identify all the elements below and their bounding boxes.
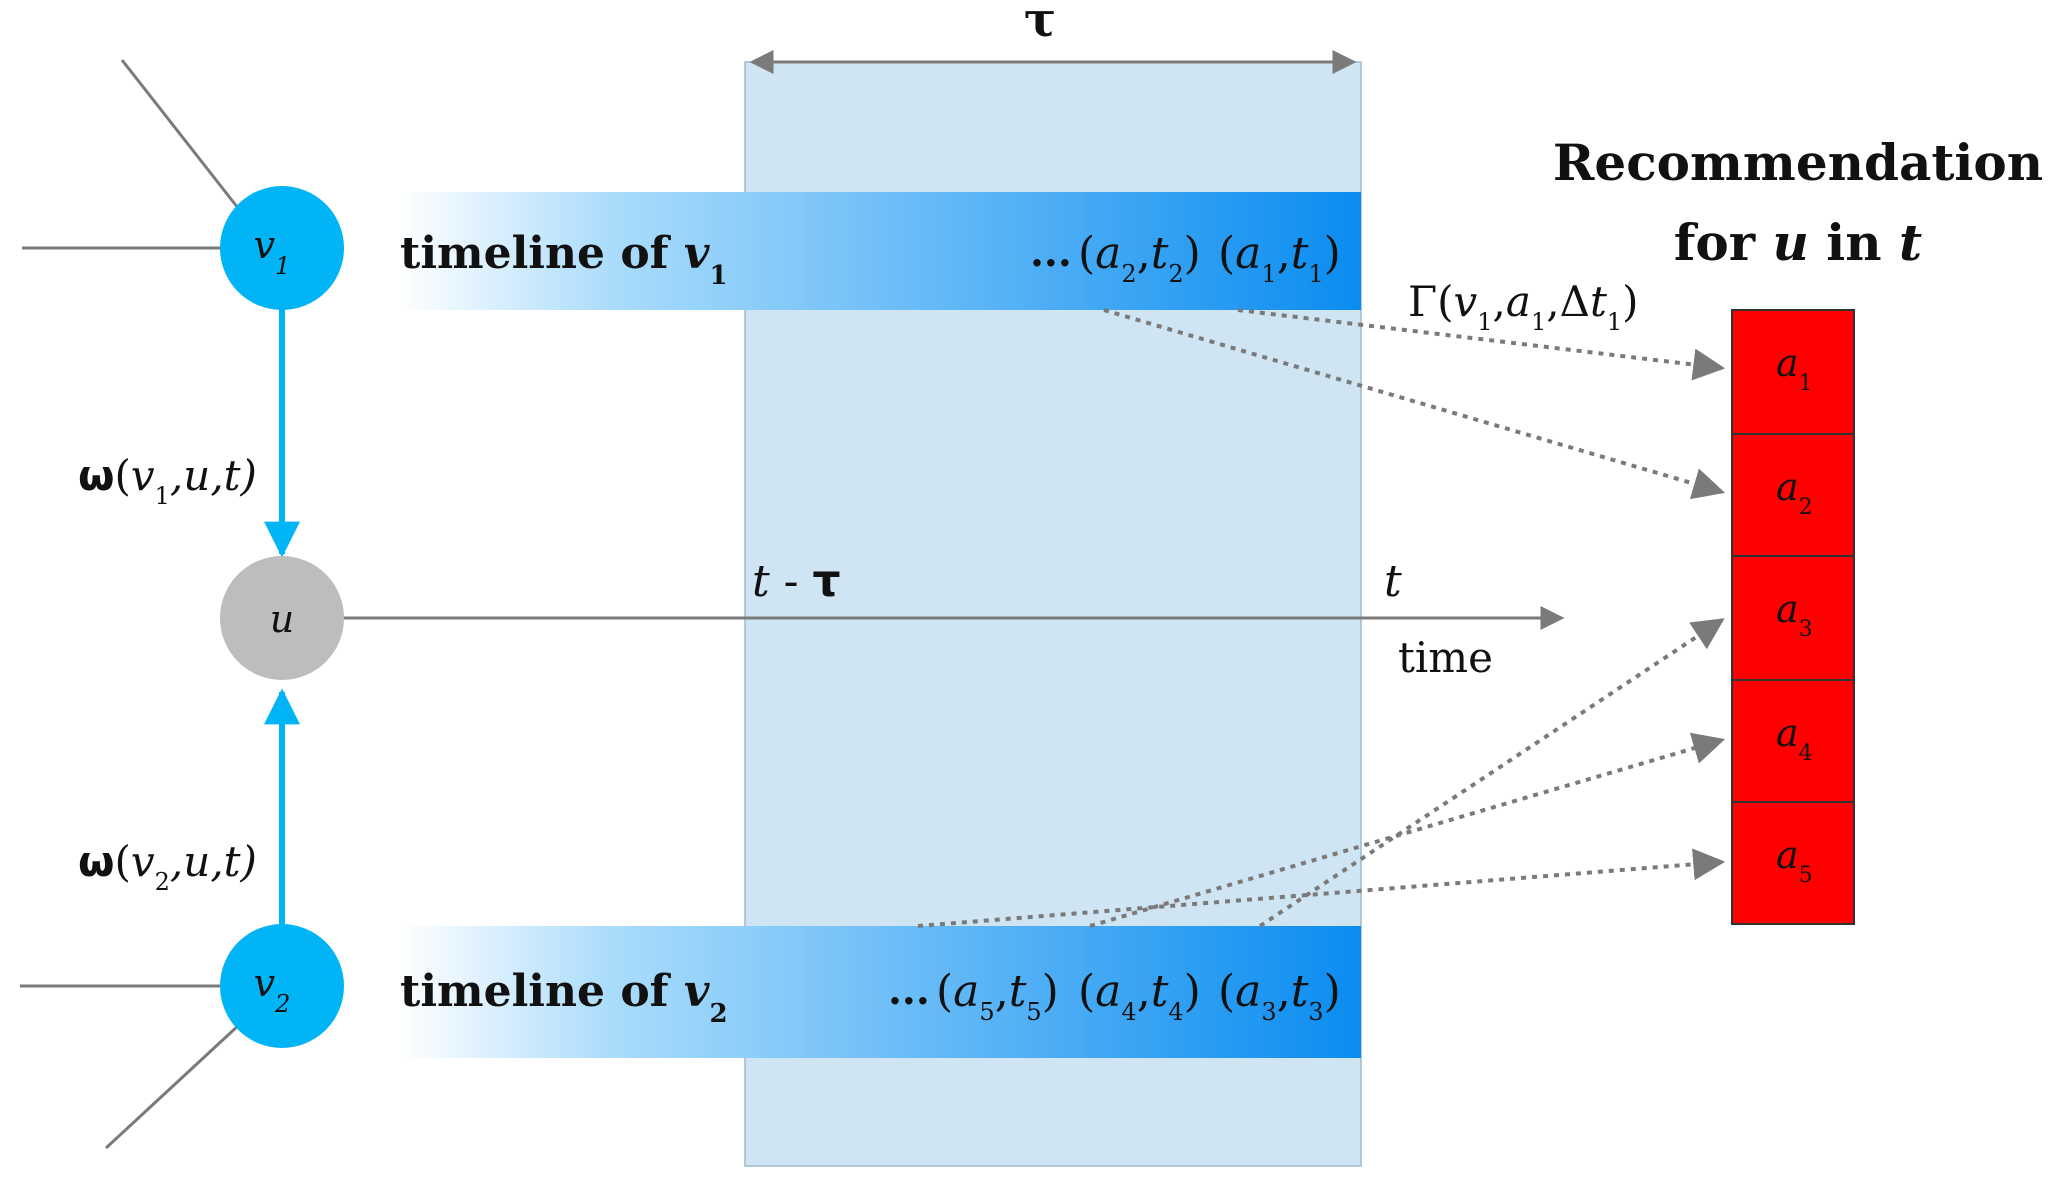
rec-item-1 bbox=[1731, 309, 1855, 435]
axis-time-label: time bbox=[1398, 633, 1493, 682]
recommendation-list: a1 a2 a3 a4 a5 bbox=[1731, 309, 1855, 925]
axis-start-label: t - τ bbox=[752, 556, 841, 607]
edge-v2-lower bbox=[104, 1022, 242, 1150]
node-v2-label: v2 bbox=[254, 961, 291, 1018]
recommendation-arrows bbox=[917, 308, 1726, 928]
rec-item-3 bbox=[1731, 555, 1855, 681]
arrow-a5 bbox=[917, 848, 1726, 928]
node-u-label: u bbox=[270, 597, 294, 641]
weight-label-v1: ω(v1,u,t) bbox=[78, 451, 257, 510]
gamma-label: Γ(v1,a1,Δt1) bbox=[1408, 277, 1639, 336]
arrow-a2 bbox=[1103, 308, 1726, 500]
axis-end-label: t bbox=[1384, 556, 1402, 607]
rec-item-4-label: a4 bbox=[1776, 711, 1813, 766]
timeline-bar-v2 bbox=[400, 926, 1361, 1058]
arrow-a3 bbox=[1258, 618, 1725, 928]
timeline-v1-label: timeline of v1 bbox=[400, 228, 728, 291]
recommendation-title-line2: for u in t bbox=[1674, 213, 1922, 272]
arrow-a1 bbox=[1237, 308, 1726, 381]
rec-item-3-label: a3 bbox=[1776, 587, 1813, 642]
timeline-v2-event-a3t3: (a3,t3) bbox=[1218, 966, 1341, 1026]
timeline-v1-ellipsis: ... bbox=[1030, 229, 1072, 276]
recommendation-title-line1: Recommendation bbox=[1553, 133, 2043, 192]
window-tau-label: τ bbox=[1024, 0, 1056, 48]
rec-item-5 bbox=[1731, 801, 1855, 925]
timeline-bar-v1 bbox=[400, 192, 1361, 310]
node-v2 bbox=[220, 924, 344, 1048]
timeline-v2-event-a4t4: (a4,t4) bbox=[1078, 966, 1201, 1026]
timeline-v2-label: timeline of v2 bbox=[400, 966, 728, 1029]
node-u bbox=[220, 556, 344, 680]
node-v1 bbox=[220, 186, 344, 310]
rec-item-5-label: a5 bbox=[1776, 833, 1813, 888]
rec-item-1-label: a1 bbox=[1776, 341, 1813, 396]
timeline-v2-ellipsis: ... bbox=[888, 967, 930, 1014]
node-v1-label: v1 bbox=[254, 223, 291, 280]
weight-label-v2: ω(v2,u,t) bbox=[78, 837, 257, 896]
rec-item-2-label: a2 bbox=[1776, 465, 1813, 520]
edge-v1-upper bbox=[120, 59, 240, 209]
rec-item-4 bbox=[1731, 679, 1855, 803]
